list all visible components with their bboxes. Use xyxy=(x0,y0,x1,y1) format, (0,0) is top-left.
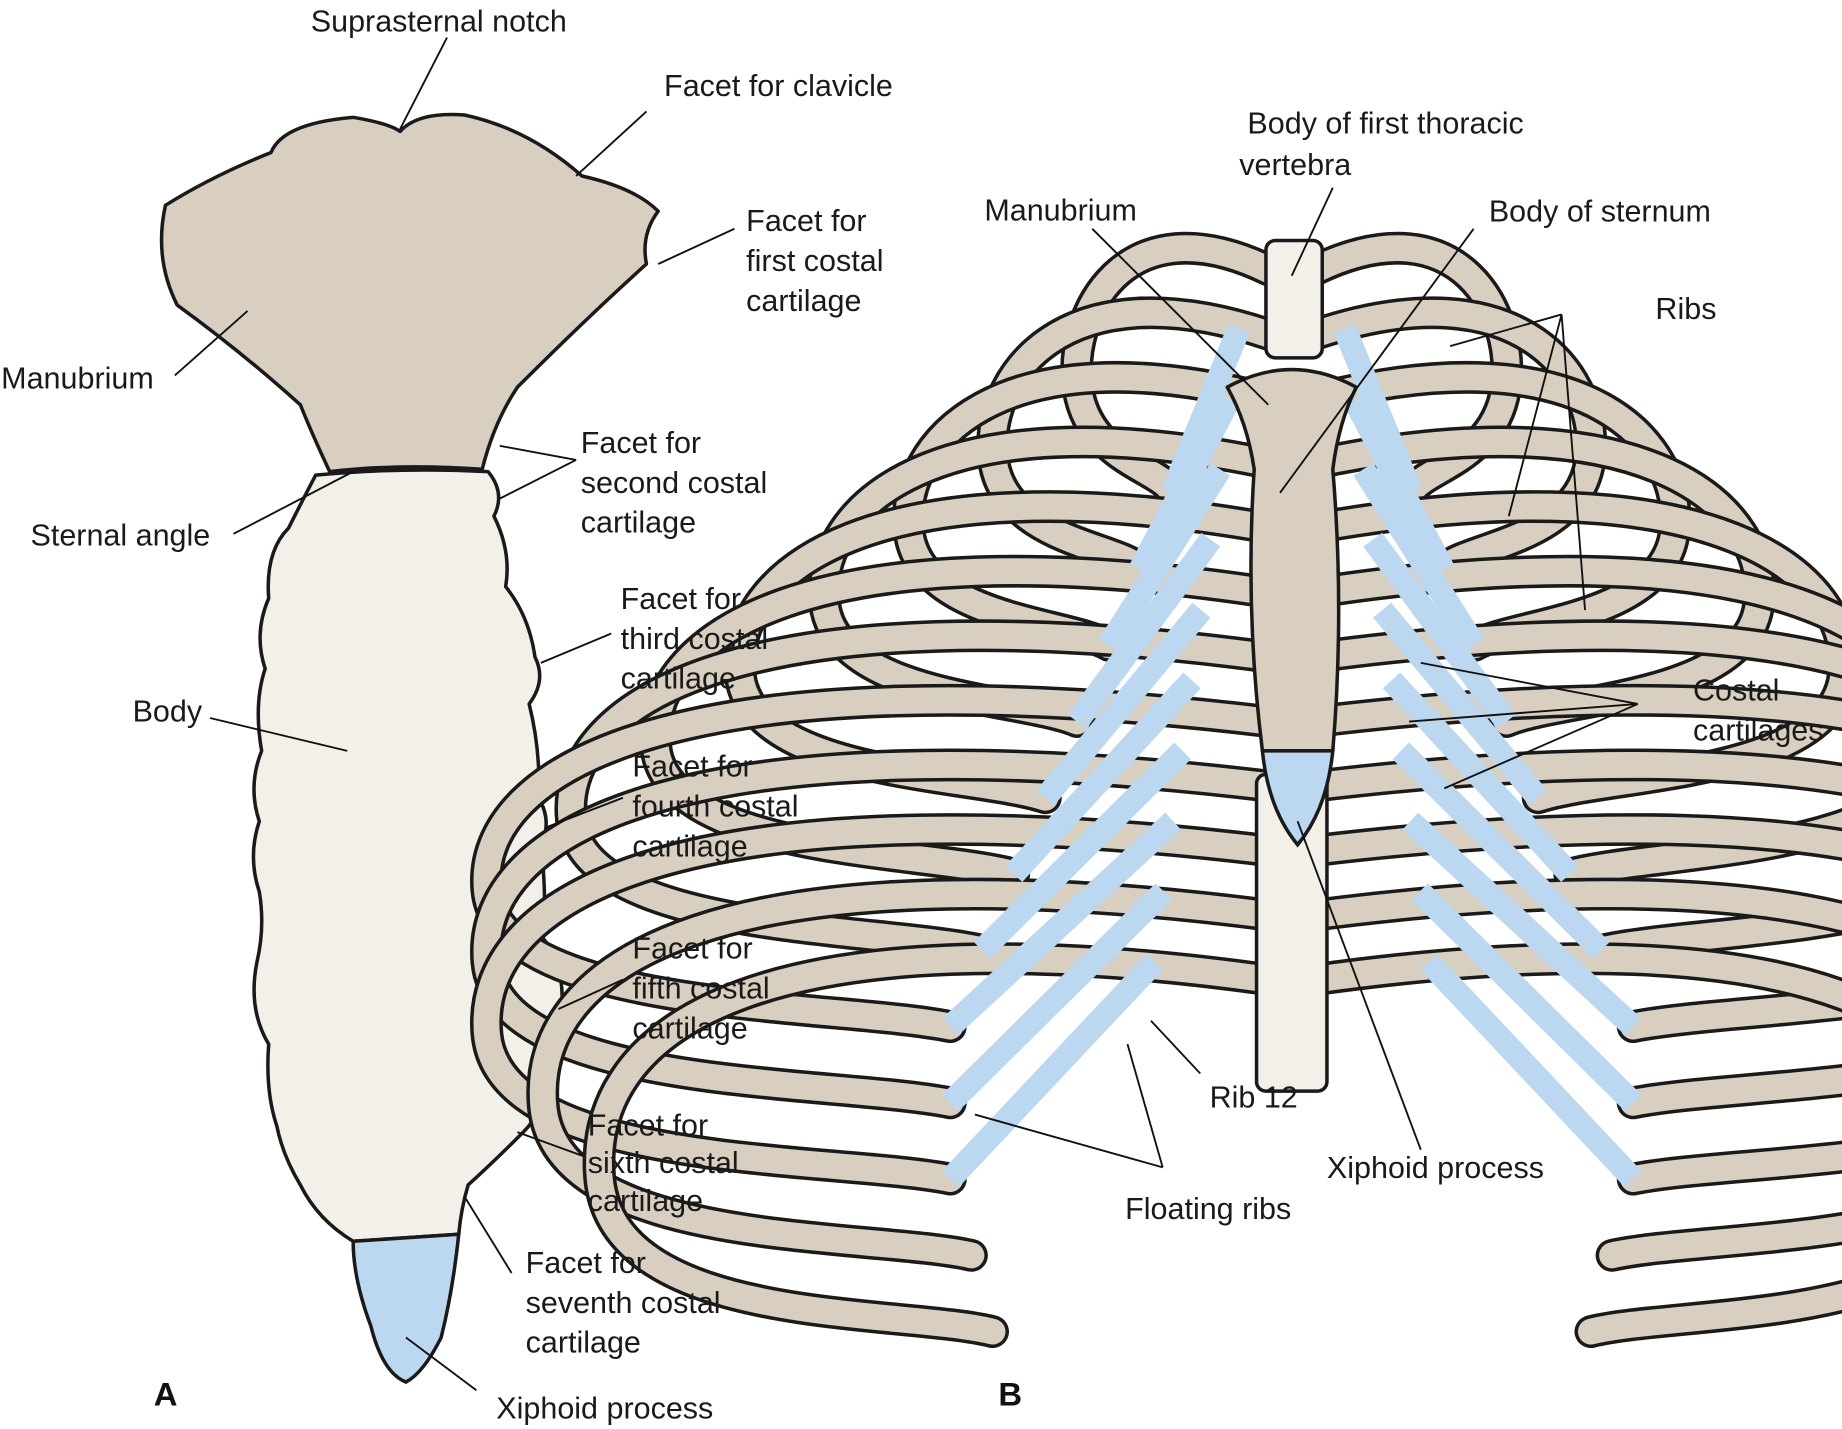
costal-cartilage xyxy=(1420,954,1642,1188)
label-sternal-angle: Sternal angle xyxy=(31,519,211,553)
label-ribs: Ribs xyxy=(1655,292,1716,326)
leader-lines xyxy=(174,37,1639,1392)
rib xyxy=(473,687,1282,1040)
sternum-drawing xyxy=(159,112,660,1385)
rib xyxy=(1302,687,1842,1040)
manubrium-shape xyxy=(159,112,660,474)
rib-cage-drawing xyxy=(470,231,1842,1349)
rib xyxy=(473,752,1282,1116)
costal-cartilage xyxy=(1161,324,1250,498)
rib xyxy=(586,945,1282,1345)
costal-cartilage xyxy=(1005,672,1201,883)
vertebra-first xyxy=(1264,238,1325,360)
costal-cartilage xyxy=(1411,883,1642,1112)
costal-cartilage xyxy=(1382,672,1579,883)
costal-cartilage xyxy=(1392,742,1610,959)
costal-cartilage xyxy=(1363,532,1516,729)
rib xyxy=(1302,816,1842,1193)
costal-cartilage xyxy=(942,812,1182,1036)
costal-cartilage xyxy=(942,883,1173,1112)
costal-cartilage xyxy=(1373,602,1548,806)
costal-cartilage xyxy=(941,954,1164,1188)
costal-cartilage xyxy=(1333,324,1423,498)
rib xyxy=(1302,945,1842,1345)
label-rib12: Rib 12 xyxy=(1210,1081,1298,1115)
label-xiphoid-b: Xiphoid process xyxy=(1327,1151,1544,1185)
rib xyxy=(557,622,1282,964)
label-xiphoid-a: Xiphoid process xyxy=(496,1391,713,1425)
panel-letter-b: B xyxy=(998,1376,1022,1413)
panel-letter-a: A xyxy=(154,1376,178,1413)
costal-cartilage xyxy=(1098,463,1231,652)
label-manubrium-b: Manubrium xyxy=(984,194,1137,228)
label-facet-clavicle: Facet for clavicle xyxy=(664,69,893,103)
label-manubrium-a: Manubrium xyxy=(1,361,154,395)
costal-cartilage xyxy=(1067,532,1221,729)
xiphoid-shape xyxy=(351,1232,461,1385)
rib xyxy=(1302,881,1842,1269)
label-body: Body xyxy=(133,695,203,729)
sternum-b xyxy=(1225,367,1359,753)
costal-cartilage xyxy=(1036,602,1211,806)
rib xyxy=(529,881,1282,1269)
label-body-sternum: Body of sternum xyxy=(1489,195,1711,229)
rib xyxy=(473,816,1282,1193)
xiphoid-b xyxy=(1260,749,1335,848)
costal-cartilage xyxy=(1353,463,1485,652)
rib xyxy=(1302,558,1842,887)
label-suprasternal-notch: Suprasternal notch xyxy=(311,5,567,39)
costal-cartilage xyxy=(1402,812,1642,1036)
label-floating-ribs: Floating ribs xyxy=(1125,1192,1291,1226)
rib xyxy=(1302,622,1842,964)
panel-a-labels: Suprasternal notch Facet for clavicle Fa… xyxy=(1,5,893,1426)
rib xyxy=(1302,752,1842,1116)
costal-cartilage xyxy=(973,742,1191,959)
